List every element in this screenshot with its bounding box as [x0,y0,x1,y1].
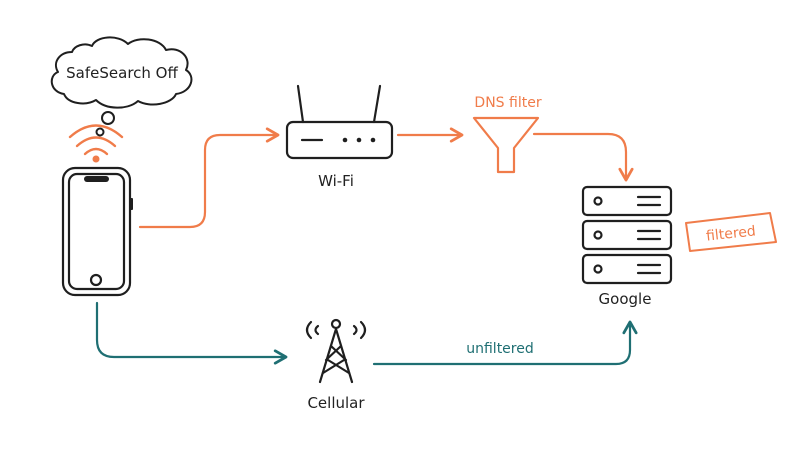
thought-text: SafeSearch Off [66,64,178,82]
filtered-label: filtered [705,223,756,244]
funnel-icon: DNS filter [472,95,542,174]
path-funnel-to-server [532,132,634,182]
dns-filter-label: DNS filter [474,95,541,111]
cell-tower-icon: Cellular [305,318,367,412]
smartphone-icon [61,166,133,297]
router-icon: Wi-Fi [285,84,394,190]
thought-bubble: SafeSearch Off [50,36,193,137]
filtered-tag: filtered [685,212,777,252]
unfiltered-label: unfiltered [466,341,534,357]
thought-dot-small [95,127,105,137]
server-stack-icon: Google [581,185,673,308]
path-phone-to-router [138,127,280,229]
thought-dot-large [101,111,115,125]
google-label: Google [599,290,652,308]
path-phone-to-tower [95,301,288,365]
wifi-label: Wi-Fi [318,172,354,190]
wifi-signal-icon [68,124,124,163]
cellular-label: Cellular [307,394,365,412]
path-tower-to-server [372,320,638,366]
